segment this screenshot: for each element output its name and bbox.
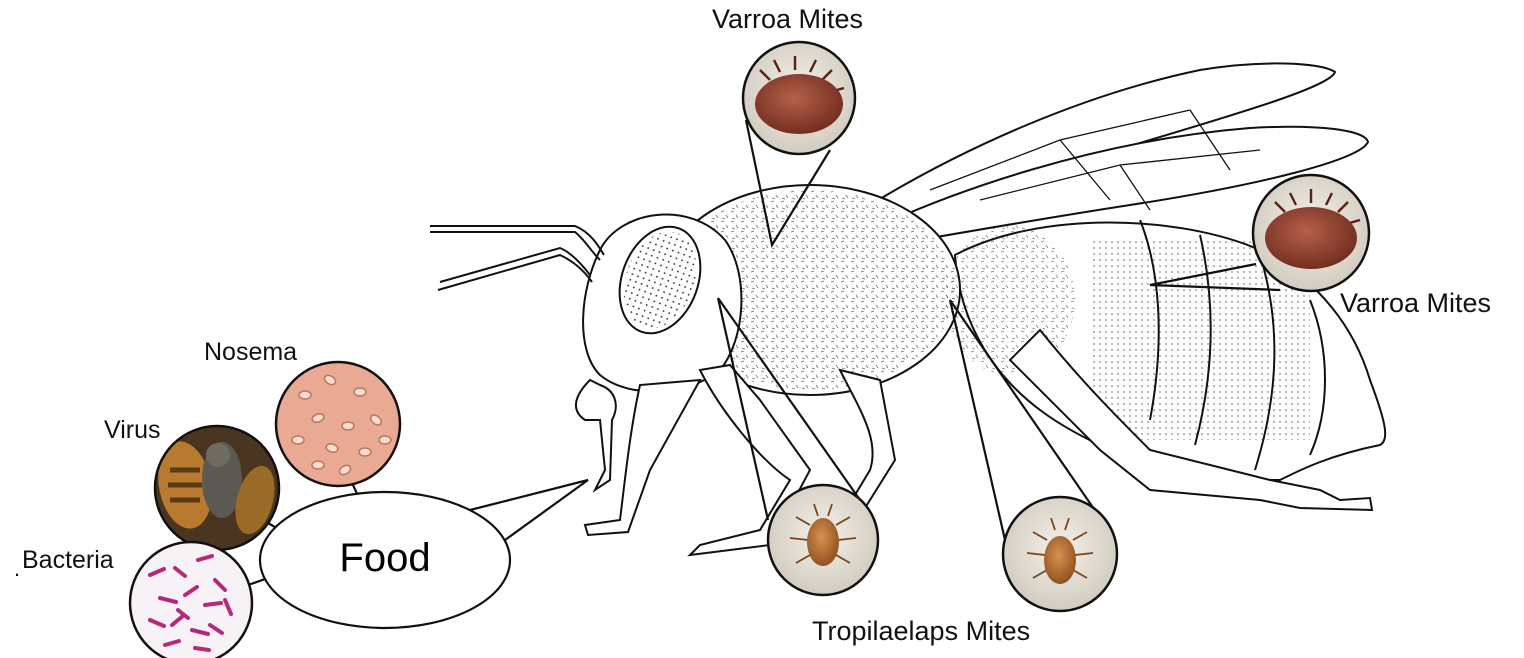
label-varroa-mites-top: Varroa Mites [712,4,863,35]
honeybee-illustration [430,63,1385,555]
label-bacteria: Bacteria [22,546,114,575]
tropilaelaps-mite-photo-2 [1003,497,1117,611]
varroa-mite-photo-top [743,42,855,154]
label-nosema: Nosema [204,338,297,367]
varroa-mite-photo-right [1253,175,1369,291]
tropilaelaps-mite-photo-1 [768,485,878,595]
label-tropilaelaps-mites: Tropilaelaps Mites [812,616,1030,647]
label-virus: Virus [104,416,161,445]
bacteria-micrograph [130,542,252,658]
nosema-micrograph [276,362,400,486]
bee-antennae [430,226,604,290]
label-varroa-mites-right: Varroa Mites [1340,288,1491,319]
label-food: Food [270,536,500,581]
stray-dot: . [14,556,20,582]
